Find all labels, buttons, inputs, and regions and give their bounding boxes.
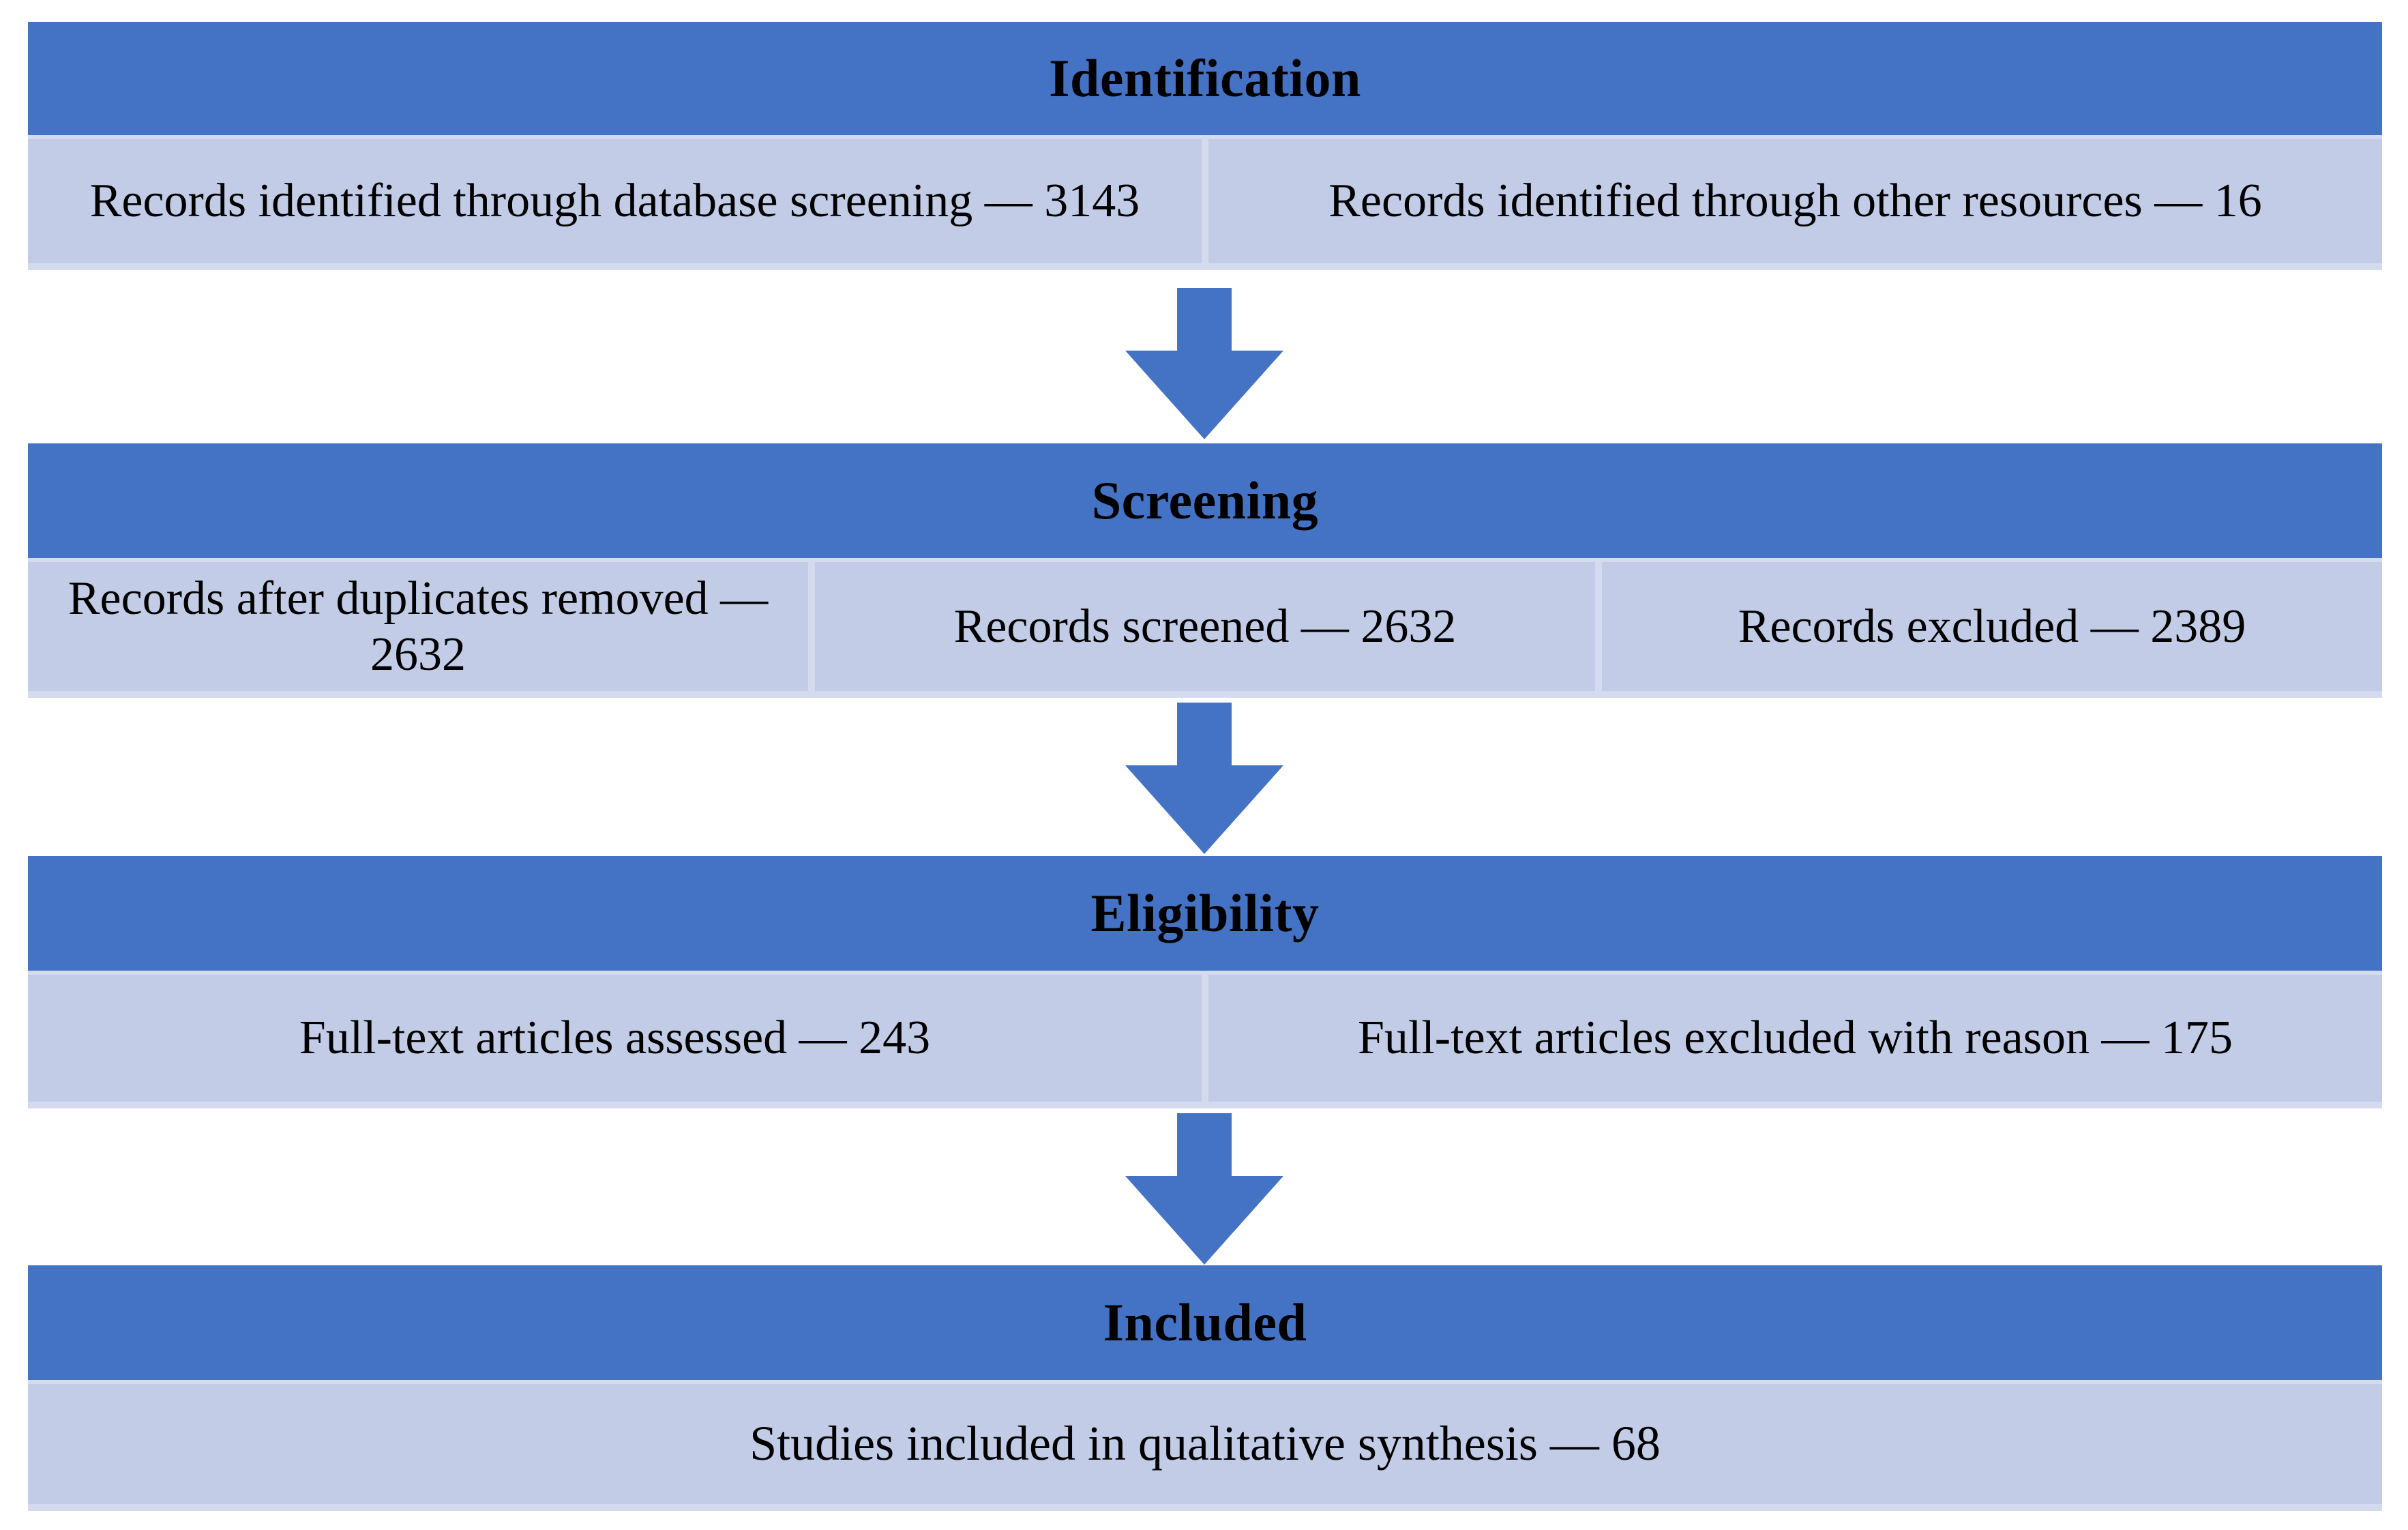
- stage-eligibility: Eligibility Full-text articles assessed …: [28, 856, 2382, 1108]
- arrow-down-icon-identification-to-screening: [1125, 288, 1283, 439]
- stage-body-identification: Records identified through database scre…: [28, 135, 2382, 270]
- stage-title-identification: Identification: [1049, 48, 1361, 108]
- stage-identification: Identification Records identified throug…: [28, 22, 2382, 270]
- box-text: Records after duplicates removed — 2632: [68, 572, 769, 681]
- box-studies-included-qualitative-synthesis: Studies included in qualitative synthesi…: [28, 1384, 2382, 1504]
- stage-header-identification: Identification: [28, 22, 2382, 135]
- stage-header-screening: Screening: [28, 443, 2382, 558]
- box-records-identified-other: Records identified through other resourc…: [1208, 139, 2382, 263]
- box-full-text-articles-assessed: Full-text articles assessed — 243: [28, 975, 1202, 1102]
- box-text: Studies included in qualitative synthesi…: [749, 1416, 1661, 1471]
- stage-title-included: Included: [1103, 1293, 1307, 1353]
- box-text: Full-text articles excluded with reason …: [1357, 1012, 2233, 1065]
- stage-body-eligibility: Full-text articles assessed — 243 Full-t…: [28, 971, 2382, 1108]
- box-text: Records identified through other resourc…: [1328, 175, 2262, 228]
- box-records-excluded: Records excluded — 2389: [1602, 562, 2382, 691]
- box-text: Full-text articles assessed — 243: [299, 1012, 931, 1065]
- box-records-after-duplicates-removed: Records after duplicates removed — 2632: [28, 562, 808, 691]
- box-text: Records screened — 2632: [953, 600, 1457, 653]
- stage-body-included: Studies included in qualitative synthesi…: [28, 1380, 2382, 1511]
- arrow-down-icon-screening-to-eligibility: [1125, 703, 1283, 854]
- stage-header-eligibility: Eligibility: [28, 856, 2382, 971]
- stage-body-screening: Records after duplicates removed — 2632 …: [28, 558, 2382, 698]
- box-text: Records identified through database scre…: [89, 175, 1140, 228]
- box-text: Records excluded — 2389: [1738, 600, 2246, 653]
- box-records-screened: Records screened — 2632: [815, 562, 1595, 691]
- stage-title-screening: Screening: [1091, 471, 1319, 531]
- box-records-identified-database: Records identified through database scre…: [28, 139, 1202, 263]
- stage-screening: Screening Records after duplicates remov…: [28, 443, 2382, 698]
- stage-included: Included Studies included in qualitative…: [28, 1265, 2382, 1511]
- stage-title-eligibility: Eligibility: [1090, 883, 1320, 943]
- arrow-down-icon-eligibility-to-included: [1125, 1113, 1283, 1265]
- box-full-text-articles-excluded: Full-text articles excluded with reason …: [1208, 975, 2382, 1102]
- stage-header-included: Included: [28, 1265, 2382, 1380]
